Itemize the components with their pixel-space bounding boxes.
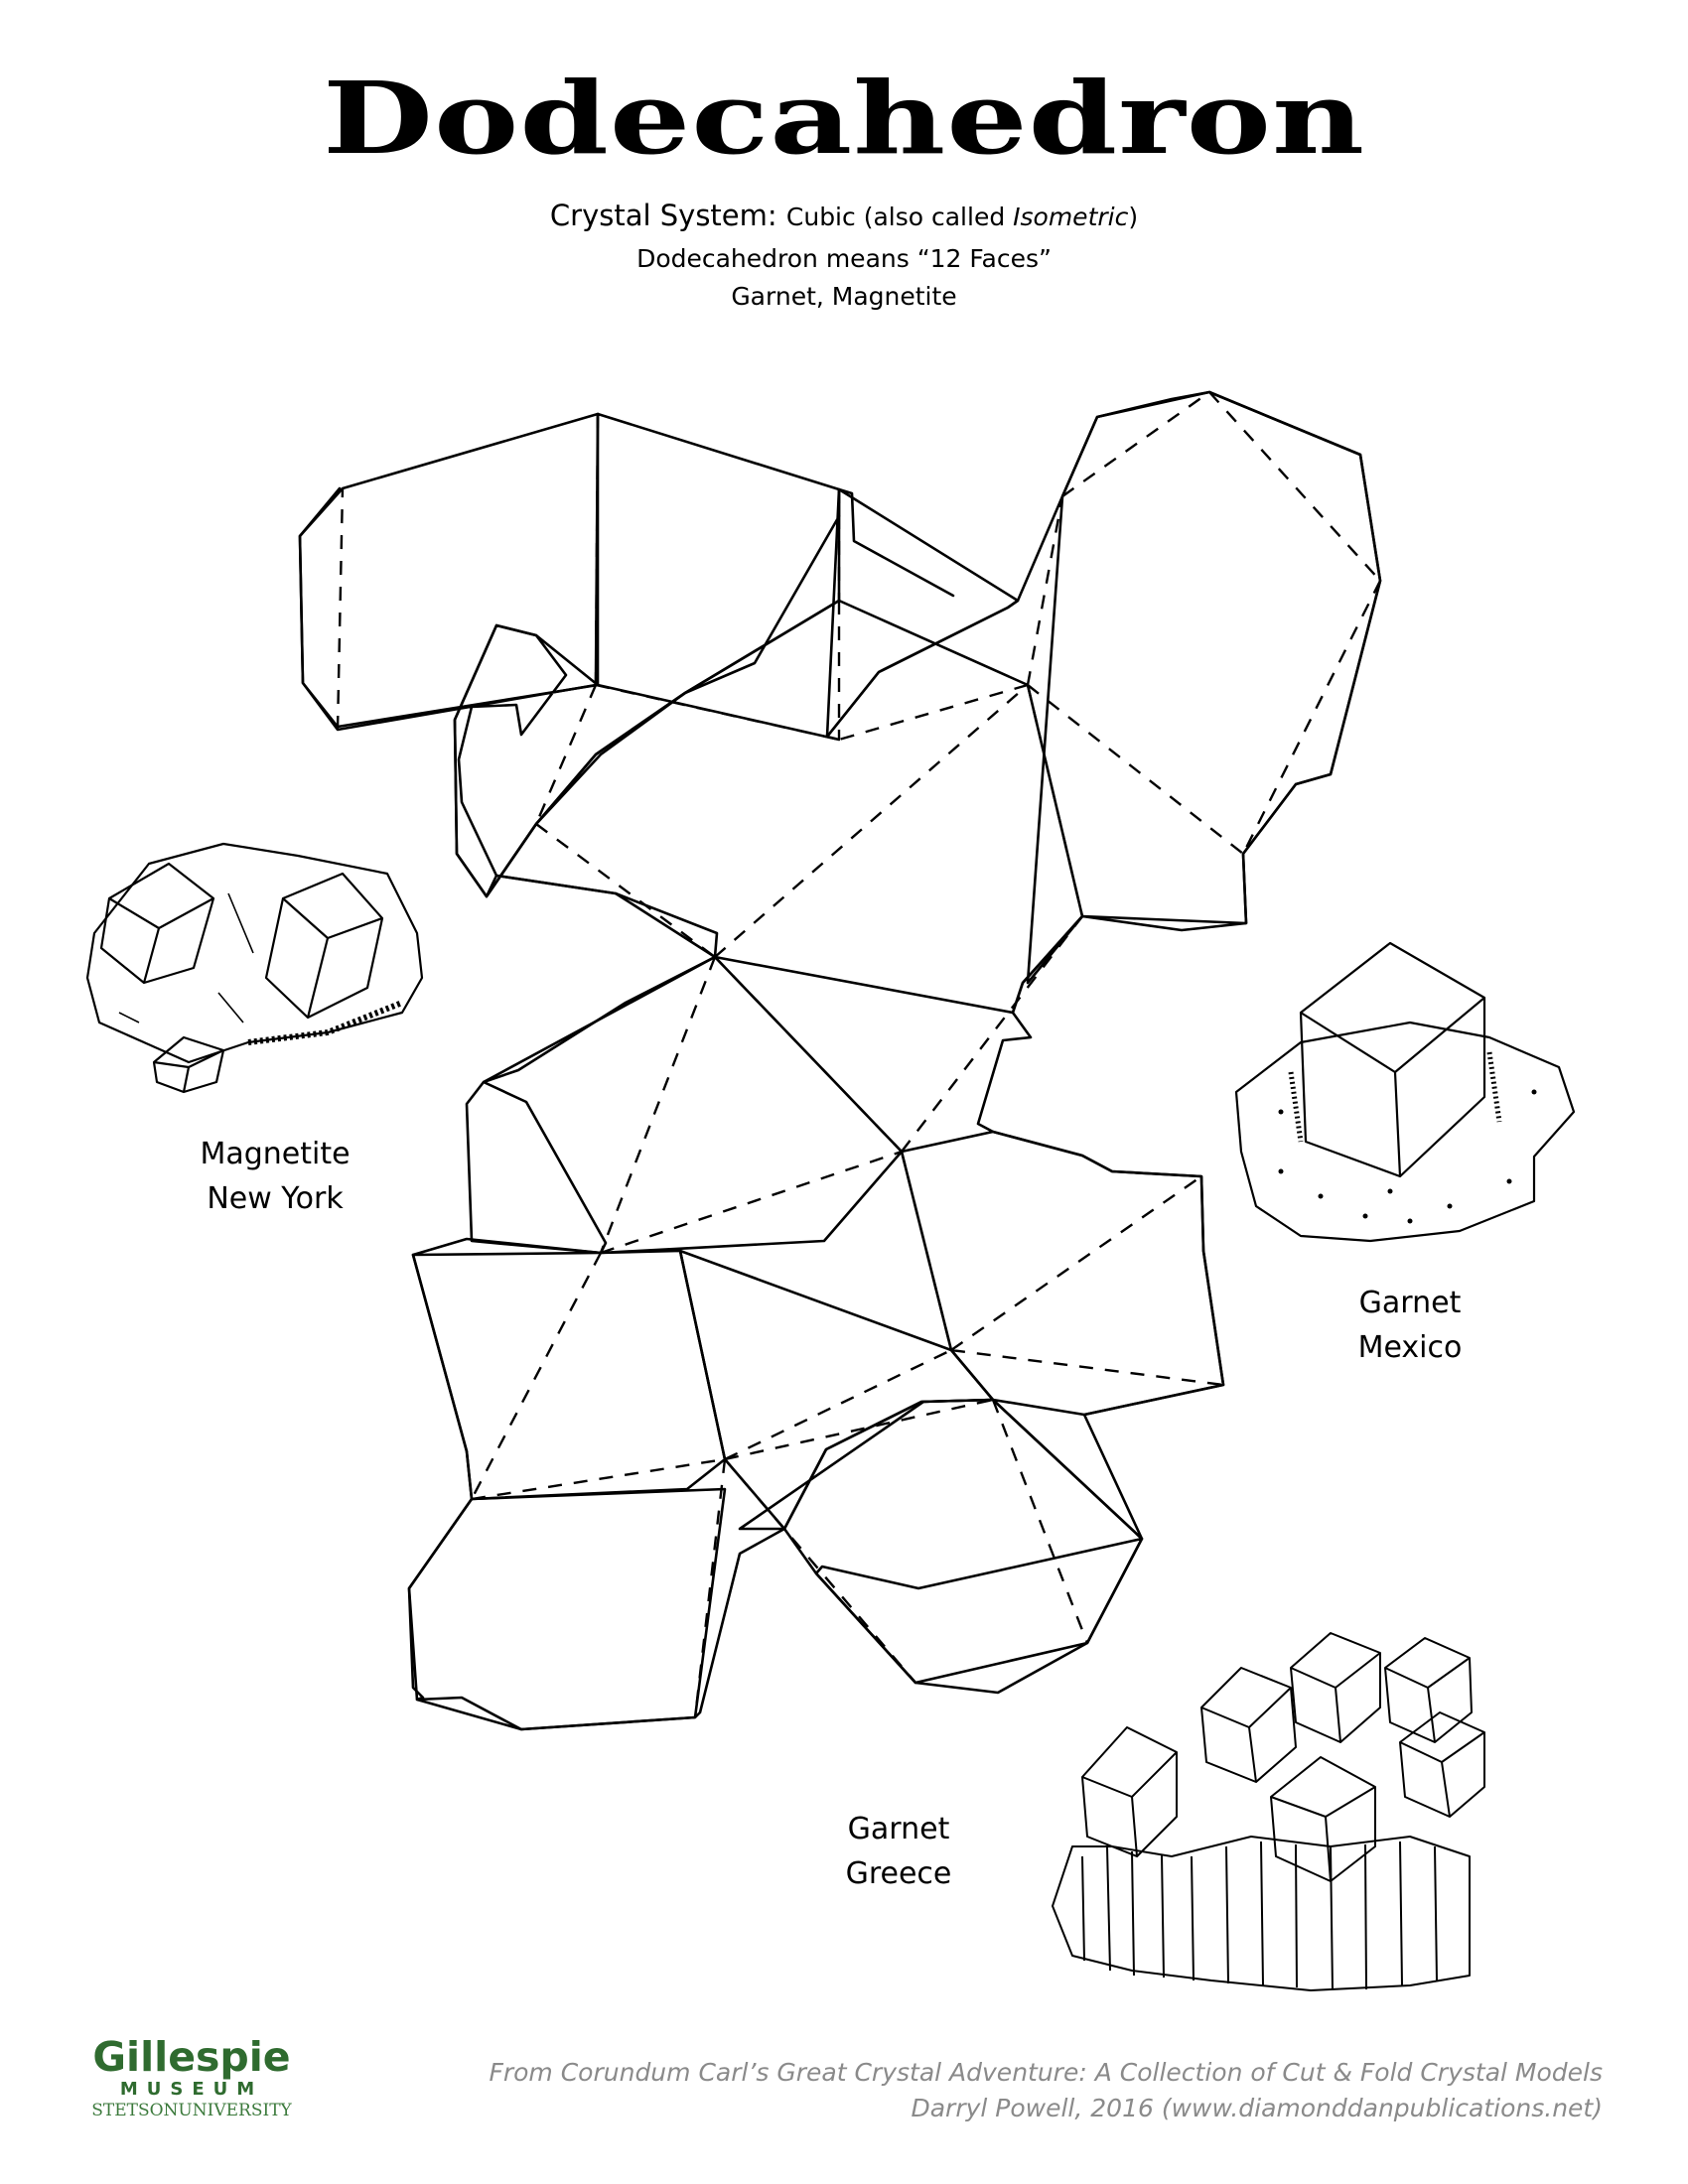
source-credit: From Corundum Carl’s Great Crystal Adven… <box>489 2058 1603 2087</box>
face-center <box>485 599 1084 1015</box>
crystal-system-value: Cubic (also called <box>785 203 1014 231</box>
crystal-system-alt: Isometric <box>1013 203 1129 231</box>
magnetite-specimen-drawing <box>85 842 424 1094</box>
face-top-right <box>1026 390 1382 985</box>
mineral-examples: Garnet, Magnetite <box>731 282 957 311</box>
face-lower-center <box>678 1249 995 1531</box>
specimen-mineral: Magnetite <box>200 1137 351 1171</box>
face-mid-left <box>465 955 904 1255</box>
logo-university: STETSONUNIVERSITY <box>91 2101 292 2121</box>
name-meaning: Dodecahedron means “12 Faces” <box>636 244 1052 273</box>
garnet-greece-drawing <box>1052 1632 1485 1991</box>
logo-museum: MUSEUM <box>119 2079 264 2100</box>
specimen-location: Greece <box>845 1856 952 1891</box>
fold-lines <box>336 391 1382 1718</box>
author-credit: Darryl Powell, 2016 (www.diamonddanpubli… <box>911 2093 1603 2122</box>
crystal-system-line: Crystal System: Cubic (also called Isome… <box>0 199 1688 232</box>
gillespie-museum-logo: Gillespie MUSEUM STETSONUNIVERSITY <box>77 2037 306 2121</box>
face-lower-left <box>411 1249 727 1501</box>
page-title: Dodecahedron <box>322 61 1366 178</box>
garnet-mexico-drawing <box>1234 941 1576 1243</box>
logo-name: Gillespie <box>92 2033 291 2081</box>
face-upper-center <box>453 487 1020 898</box>
specimen-caption-garnet-mexico: Garnet Mexico <box>1281 1281 1539 1370</box>
specimen-mineral: Garnet <box>847 1812 950 1846</box>
face-top-left <box>298 412 600 729</box>
crystal-system-label: Crystal System: <box>549 199 777 232</box>
specimen-mineral: Garnet <box>1358 1286 1462 1320</box>
specimen-caption-garnet-greece: Garnet Greece <box>770 1807 1028 1896</box>
specimen-location: New York <box>207 1181 344 1216</box>
face-bottom-left <box>407 1487 727 1731</box>
specimen-caption-magnetite: Magnetite New York <box>146 1132 404 1221</box>
credits: From Corundum Carl’s Great Crystal Adven… <box>489 2055 1603 2125</box>
specimen-location: Mexico <box>1357 1330 1463 1365</box>
face-bottom-right <box>738 1398 1144 1685</box>
crystal-system-close: ) <box>1128 203 1139 231</box>
